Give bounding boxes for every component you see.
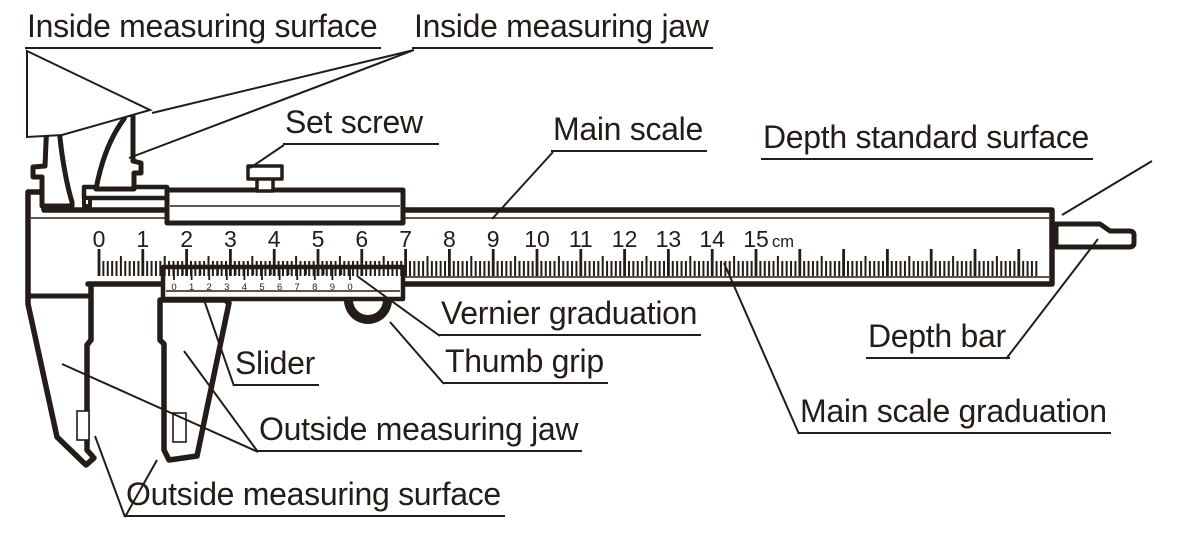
leader-inside-measuring-surface [26, 49, 153, 139]
vernier-number: 7 [295, 282, 300, 293]
vernier-number: 1 [189, 282, 194, 293]
leader-depth-standard-surface [1061, 160, 1153, 216]
vernier-number: 3 [224, 282, 229, 293]
main-scale-number: 0 [93, 226, 106, 252]
label-outside-measuring-surface: Outside measuring surface [124, 476, 505, 518]
moving-jaw-surface-step [172, 412, 187, 443]
vernier-number: 5 [259, 282, 264, 293]
vernier-number: 8 [312, 282, 317, 293]
main-scale-number: 13 [656, 226, 682, 252]
main-scale-number: 5 [312, 226, 325, 252]
jaw-slot-wall [82, 196, 92, 208]
main-scale-number: 11 [569, 226, 593, 252]
label-thumb-grip: Thumb grip [443, 343, 608, 385]
vernier-number: 0 [171, 282, 176, 293]
main-scale-number: 4 [268, 226, 281, 252]
vernier-number: 6 [277, 282, 282, 293]
vernier-number: 0 [347, 282, 352, 293]
main-scale-number: 15 [743, 226, 769, 252]
inside-jaw-moving [93, 108, 144, 192]
main-scale-number: 12 [612, 226, 638, 252]
set-screw-cap [246, 164, 284, 181]
label-set-screw: Set screw [283, 104, 439, 146]
main-scale-number: 6 [355, 226, 368, 252]
vernier-number: 2 [207, 282, 212, 293]
label-depth-standard-surface: Depth standard surface [761, 119, 1094, 161]
vernier-number: 4 [242, 282, 247, 293]
label-main-scale: Main scale [551, 111, 707, 153]
main-scale-number: 9 [487, 226, 500, 252]
label-depth-bar: Depth bar [866, 318, 1010, 360]
label-inside-measuring-jaw: Inside measuring jaw [412, 8, 713, 50]
label-outside-measuring-jaw: Outside measuring jaw [257, 411, 583, 453]
vernier-number: 9 [330, 282, 335, 293]
label-vernier-graduation: Vernier graduation [439, 295, 702, 337]
leader-depth-bar [1005, 238, 1099, 360]
label-slider: Slider [233, 345, 320, 387]
outside-jaw-moving [157, 297, 232, 463]
leader-slider [202, 296, 235, 387]
leader-vernier-graduation [356, 275, 441, 337]
leader-thumb-grip [389, 321, 445, 385]
label-inside-measuring-surface: Inside measuring surface [25, 8, 382, 50]
leader-outside-measuring-jaw [61, 350, 259, 453]
main-scale-unit: cm [772, 233, 794, 251]
main-scale-number: 10 [524, 226, 550, 252]
depth-bar-shape [1053, 221, 1137, 250]
leader-main-scale-graduation [723, 262, 800, 435]
main-scale-number: 1 [136, 226, 149, 252]
thumb-grip-shape [344, 300, 392, 324]
main-scale-number: 14 [699, 226, 725, 252]
leader-outside-measuring-surface [94, 435, 158, 518]
main-scale-number: 7 [399, 226, 412, 252]
main-scale-number: 2 [180, 226, 193, 252]
leader-set-screw [249, 144, 285, 169]
label-main-scale-graduation: Main scale graduation [798, 393, 1111, 435]
main-scale-number: 3 [224, 226, 237, 252]
leader-main-scale [491, 151, 554, 220]
fixed-jaw-surface-step [76, 410, 90, 441]
leader-lines [26, 49, 1153, 518]
main-scale-number: 8 [443, 226, 456, 252]
leader-inside-measuring-jaw [128, 49, 415, 159]
